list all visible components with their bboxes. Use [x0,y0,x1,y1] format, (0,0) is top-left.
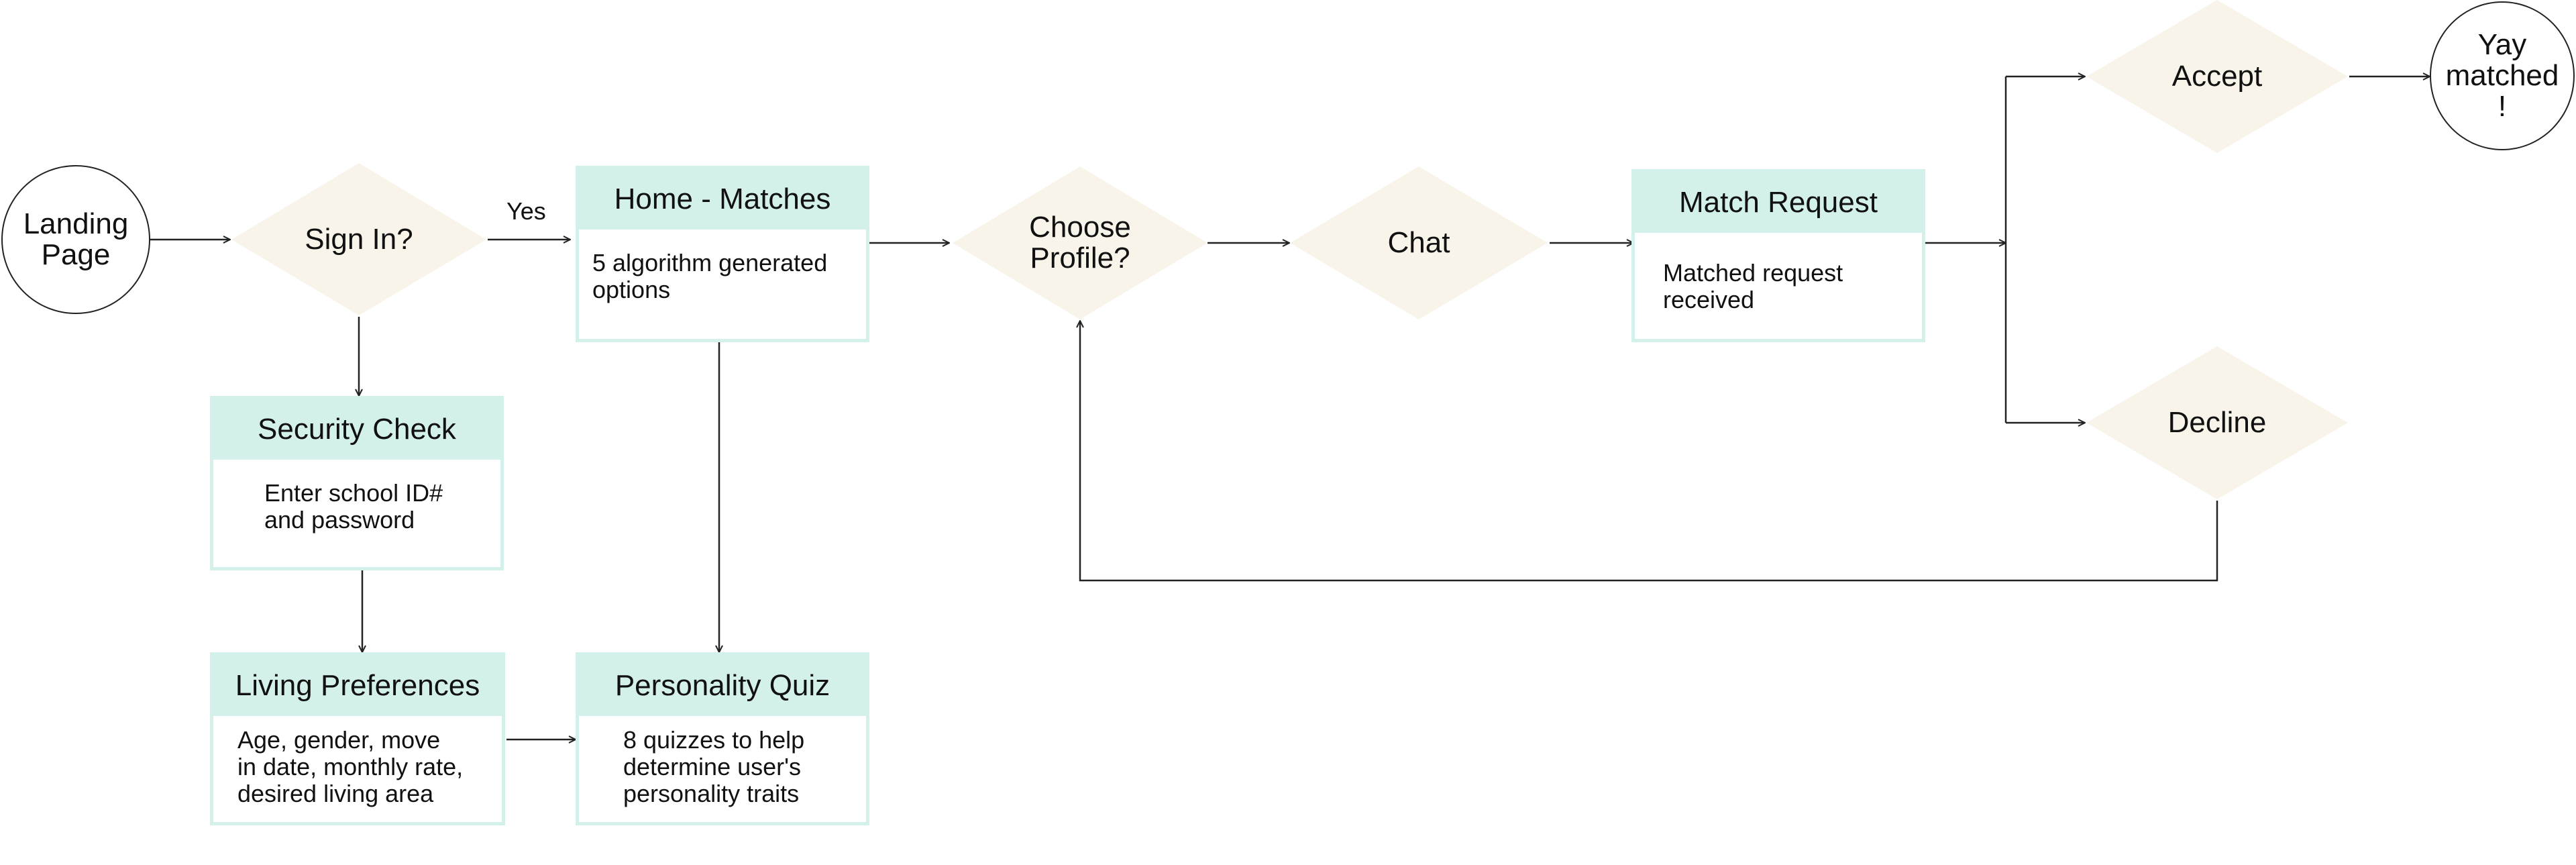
landing-page-node: Landing Page [1,165,150,314]
security-check-card: Security Check Enter school ID# and pass… [210,396,504,570]
edge-decline-to-choose [1080,321,2218,582]
yay-matched-label: Yay matched ! [2445,28,2559,123]
chat-label: Chat [1387,226,1450,259]
match-request-body: Matched request received [1663,259,1843,313]
sign-in-diamond [231,163,486,315]
choose-profile-label: Choose Profile? [1029,211,1131,274]
chat-diamond [1290,166,1548,319]
personality-quiz-title: Personality Quiz [579,656,866,716]
decline-label: Decline [2167,406,2267,439]
yes-edge-label: Yes [506,197,546,225]
living-preferences-card: Living Preferences Age, gender, move in … [210,652,505,825]
sign-in-label: Sign In? [305,223,413,256]
security-check-body: Enter school ID# and password [264,479,443,533]
home-matches-body: 5 algorithm generated options [592,249,828,303]
accept-label: Accept [2171,60,2263,93]
home-matches-card: Home - Matches 5 algorithm generated opt… [576,166,869,342]
personality-quiz-body: 8 quizzes to help determine user's perso… [623,726,805,807]
security-check-title: Security Check [213,399,500,460]
personality-quiz-card: Personality Quiz 8 quizzes to help deter… [576,652,869,825]
accept-diamond [2086,0,2348,153]
living-preferences-body: Age, gender, move in date, monthly rate,… [237,726,464,807]
match-request-card: Match Request Matched request received [1631,169,1925,342]
choose-profile-diamond [953,166,1208,319]
living-preferences-title: Living Preferences [213,656,502,716]
match-request-title: Match Request [1635,172,1922,233]
decline-diamond [2086,346,2348,499]
home-matches-title: Home - Matches [579,169,866,230]
landing-page-label: Landing Page [23,207,129,271]
yay-matched-node: Yay matched ! [2430,1,2575,150]
